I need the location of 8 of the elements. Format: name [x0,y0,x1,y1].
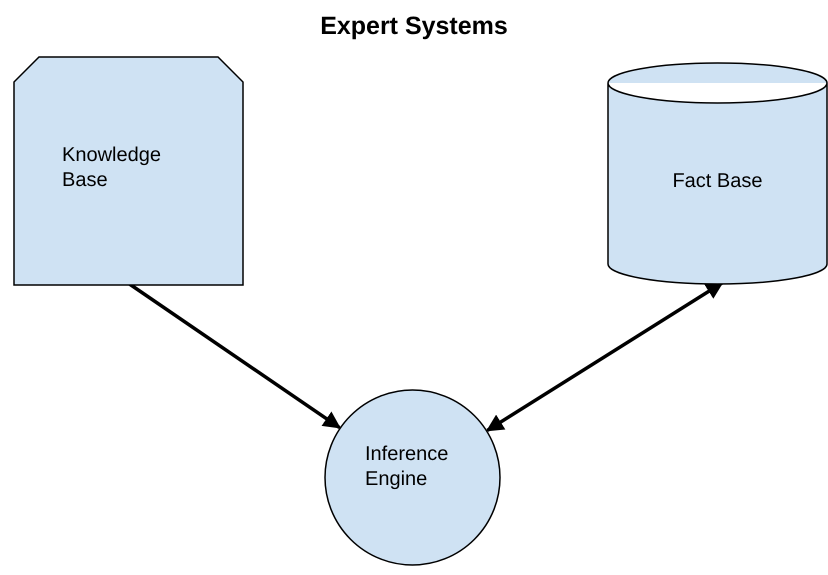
database-cylinder [608,63,827,284]
knowledge-base-shape [14,57,243,285]
node-label: Knowledge Base [62,143,162,193]
node-label: Inference Engine [365,442,450,492]
diagram-title: Expert Systems [319,12,509,41]
node-label: Fact Base [671,169,764,194]
arrow [486,282,724,432]
process-circle [325,390,500,565]
